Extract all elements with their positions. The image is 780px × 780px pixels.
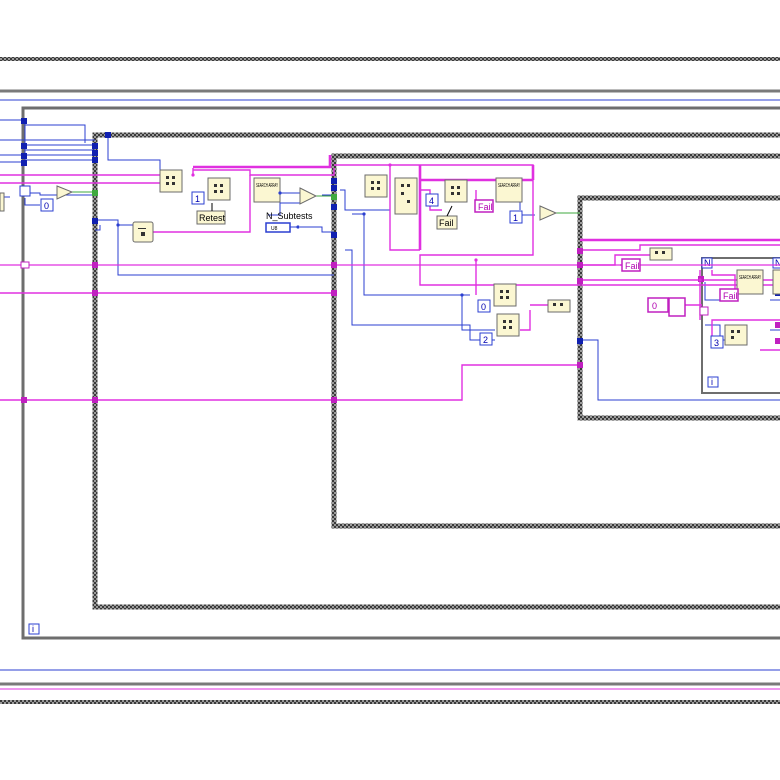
comparison-nodes[interactable] — [56, 185, 558, 221]
loop-count-terminal — [701, 257, 713, 269]
n-subtests-terminal[interactable]: U8 — [265, 222, 298, 233]
const-4 — [425, 193, 439, 207]
greater-than-node-2 — [539, 205, 558, 221]
outer-loop-frame[interactable] — [21, 106, 780, 640]
search-array-label-1: SEARCH ARRAY — [256, 183, 278, 189]
search-array-label-3: SEARCH ARRAY — [739, 275, 761, 281]
bundle-node-2 — [649, 247, 673, 261]
const-1-mid — [509, 210, 523, 224]
node-glyphs — [138, 176, 740, 339]
index-array-node-2 — [207, 177, 231, 201]
empty-string-constant — [668, 297, 686, 317]
fail-constant-1 — [474, 199, 494, 213]
const-0-mid — [477, 299, 491, 313]
const-2-mid — [479, 332, 493, 346]
wire-junctions-pink — [191, 163, 702, 282]
const-3-right-label: 3 — [714, 338, 719, 348]
function-nodes[interactable] — [0, 169, 780, 346]
const-0-mid-label: 0 — [481, 302, 486, 312]
retest-label: Retest — [199, 213, 226, 223]
case-structure-1[interactable] — [92, 132, 780, 610]
const-0-left-label: 0 — [44, 201, 49, 211]
bottom-frame-band — [0, 669, 780, 704]
build-array-node — [394, 177, 418, 215]
green-wires — [72, 191, 580, 214]
index-array-node-6 — [496, 313, 520, 337]
index-array-node-5 — [493, 283, 517, 307]
loop-index-outer-label: i — [32, 624, 34, 634]
loop-count-label: N — [704, 258, 711, 268]
loop-index-inner-terminal — [707, 376, 719, 388]
wire-junctions — [116, 191, 464, 297]
svg-text:N: N — [775, 258, 780, 268]
const-2-mid-label: 2 — [483, 335, 488, 345]
loop-index-outer-terminal: i — [28, 623, 40, 635]
search-array-node-2 — [495, 177, 523, 203]
u8-type-label: U8 — [271, 226, 278, 232]
fail-label-2: Fail — [625, 261, 640, 271]
const-1-mid-label: 1 — [513, 213, 518, 223]
loop-index-inner-label: i — [711, 377, 713, 387]
const-0-right — [647, 297, 669, 313]
index-array-node-3 — [364, 174, 388, 198]
search-array-node-3 — [736, 269, 764, 295]
fail-constant-3 — [719, 288, 739, 302]
const-0-right-label: 0 — [652, 301, 657, 311]
const-4-label: 4 — [429, 196, 434, 206]
fail-label-4: Fail — [439, 218, 454, 228]
index-array-node-1 — [159, 169, 183, 193]
label-connectors — [211, 203, 453, 217]
case-structure-2[interactable] — [331, 153, 780, 529]
fail-label-1: Fail — [478, 202, 493, 212]
top-frame-band — [0, 57, 780, 101]
bundle-node-1 — [547, 299, 571, 313]
const-0-left — [40, 198, 54, 212]
blue-constants[interactable] — [40, 191, 724, 349]
pink-constants[interactable] — [474, 199, 739, 317]
const-3-right — [710, 335, 724, 349]
n-subtests-label: N_Subtests — [266, 211, 313, 221]
search-array-node-1 — [253, 177, 281, 203]
const-1-top — [191, 191, 205, 205]
fail-label-3: Fail — [723, 291, 738, 301]
equal-node — [299, 187, 318, 205]
tunnels — [19, 118, 780, 403]
const-1-top-label: 1 — [195, 194, 200, 204]
case-structure-3[interactable] — [577, 195, 780, 421]
fail-constant-2 — [621, 258, 641, 272]
search-array-label-2: SEARCH ARRAY — [498, 183, 520, 189]
for-loop-frame[interactable]: N i N — [701, 257, 780, 394]
retest-constant — [196, 210, 226, 225]
pink-wires — [0, 164, 780, 401]
greater-than-node-1 — [56, 185, 74, 200]
index-array-node-4 — [444, 179, 468, 203]
label-constants[interactable] — [196, 210, 458, 230]
index-array-node-7 — [724, 324, 748, 346]
